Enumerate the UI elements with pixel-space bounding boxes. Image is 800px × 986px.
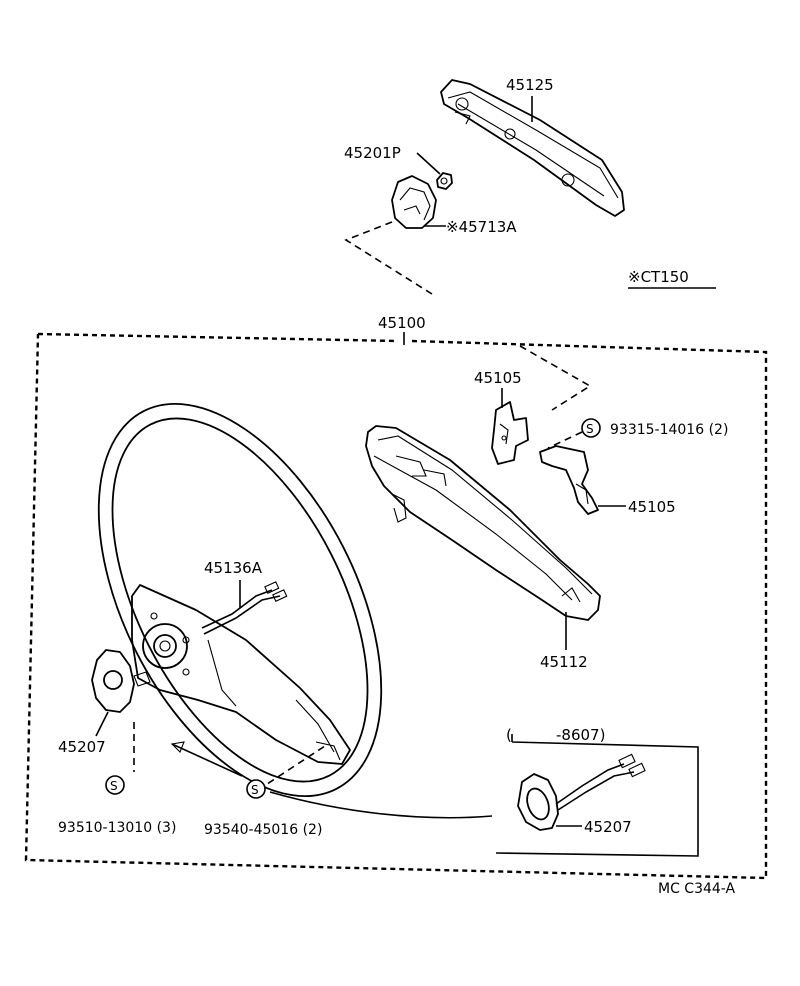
diagram-code: MC C344-A xyxy=(658,881,736,897)
label-45207-left: 45207 xyxy=(58,738,106,756)
svg-text:S: S xyxy=(251,783,259,797)
horn-pad-part xyxy=(440,79,625,217)
label-inset-open: ( xyxy=(506,726,512,744)
screw-symbol-center: S xyxy=(246,779,266,799)
label-45112: 45112 xyxy=(540,653,588,671)
dashed-guide-horn xyxy=(344,221,433,295)
leader-45207-left xyxy=(95,711,109,737)
contact-pin xyxy=(133,671,151,687)
dashed-guide-bracket xyxy=(519,345,592,411)
label-45136a: 45136A xyxy=(204,559,263,577)
label-45207-inset: 45207 xyxy=(584,818,632,836)
dashed-guide-screw-upper xyxy=(547,431,583,449)
wire-harness xyxy=(201,581,288,635)
bracket-upper-part xyxy=(491,401,529,465)
label-45105-lower: 45105 xyxy=(628,498,676,516)
horn-button-part xyxy=(391,175,437,229)
spoke-pad-part xyxy=(365,425,601,621)
screw-symbol-left: S xyxy=(105,775,125,795)
label-45105-upper: 45105 xyxy=(474,369,522,387)
label-ct150: ※CT150 xyxy=(628,268,689,286)
dashed-guide-screw-center xyxy=(257,743,329,791)
label-45713a: ※45713A xyxy=(446,218,517,236)
screw-symbol-upper: S xyxy=(581,418,601,438)
label-45100: 45100 xyxy=(378,314,426,332)
label-93510: 93510-13010 (3) xyxy=(58,820,176,836)
svg-text:S: S xyxy=(586,422,594,436)
nut-part xyxy=(436,172,453,190)
label-inset-range: -8607) xyxy=(556,726,605,744)
label-93540: 93540-45016 (2) xyxy=(204,822,322,838)
bracket-lower-part xyxy=(539,445,599,515)
label-45125: 45125 xyxy=(506,76,554,94)
label-93315: 93315-14016 (2) xyxy=(610,422,728,438)
assembly-arrow xyxy=(170,741,243,777)
inset-box xyxy=(495,734,699,857)
contact-plate-left xyxy=(91,649,135,713)
assembly-box xyxy=(24,332,768,880)
leader-45201p xyxy=(416,152,441,175)
wire-to-inset xyxy=(269,791,493,819)
steering-wheel-rim xyxy=(97,403,383,797)
svg-text:S: S xyxy=(110,779,118,793)
contact-plate-inset xyxy=(517,753,646,831)
label-45201p: 45201P xyxy=(344,144,401,162)
